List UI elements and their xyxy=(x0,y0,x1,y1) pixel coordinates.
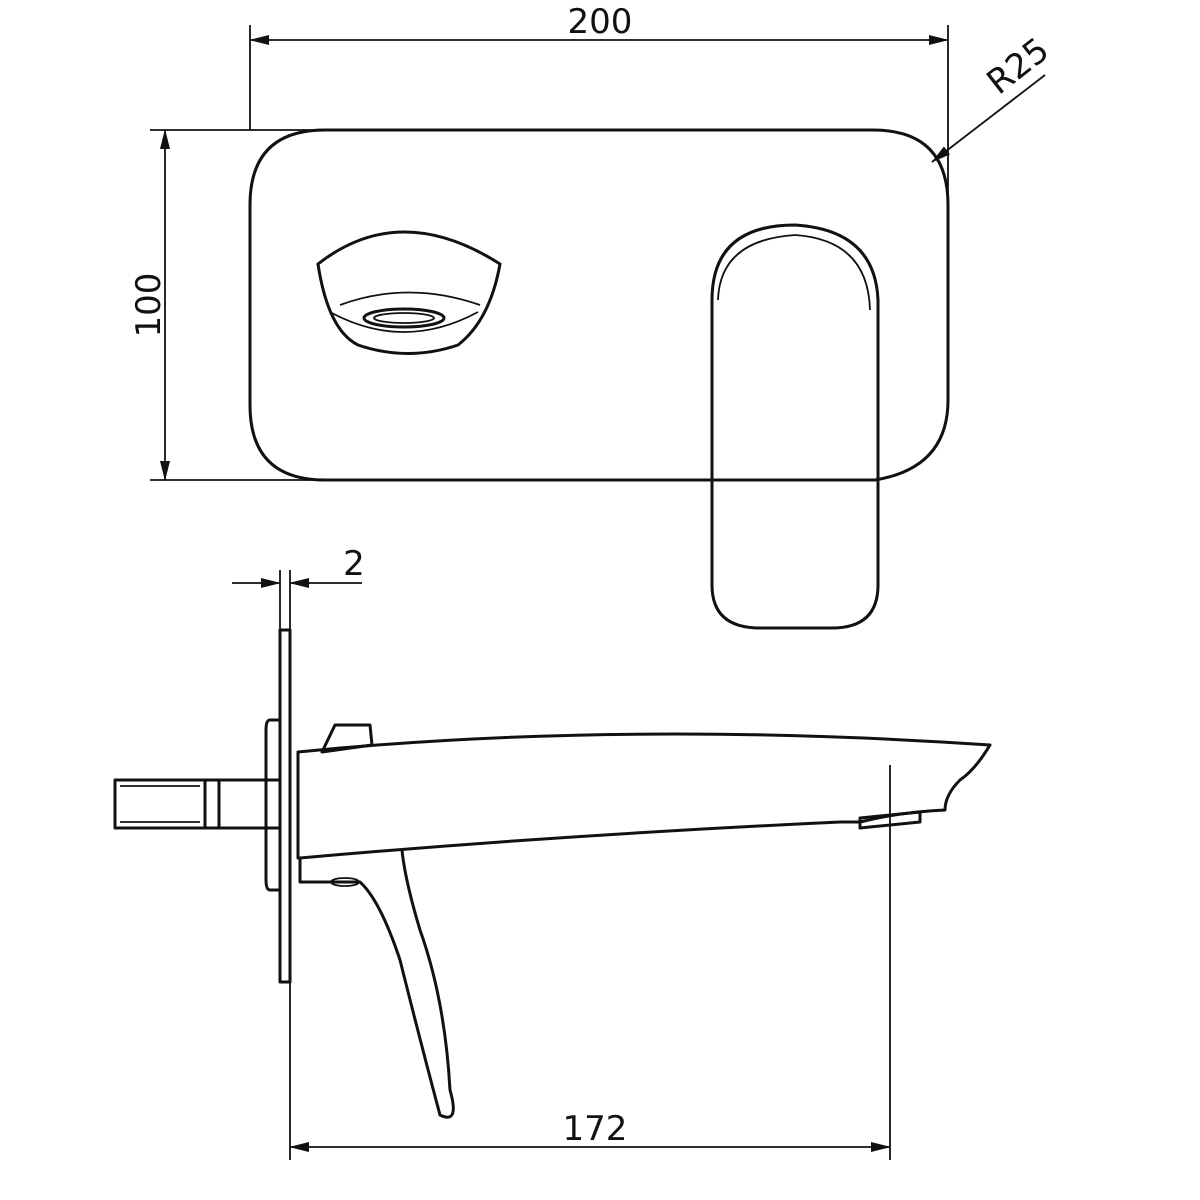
front-wall-plate xyxy=(248,128,950,482)
side-spout xyxy=(296,732,992,860)
side-view: 2 172 xyxy=(113,544,992,1160)
front-spout xyxy=(710,223,880,630)
projection-label: 172 xyxy=(563,1109,628,1149)
top-cap xyxy=(320,723,374,754)
handle-lever xyxy=(298,848,455,1119)
front-knob xyxy=(316,230,502,355)
width-dimension-label: 200 xyxy=(568,2,633,42)
front-view: 200 100 R25 xyxy=(129,2,1057,630)
thickness-label: 2 xyxy=(343,544,365,584)
inlet-pipe xyxy=(113,778,282,830)
radius-label: R25 xyxy=(980,30,1057,103)
height-dimension-label: 100 xyxy=(129,273,169,338)
radius-leader xyxy=(931,74,1046,163)
